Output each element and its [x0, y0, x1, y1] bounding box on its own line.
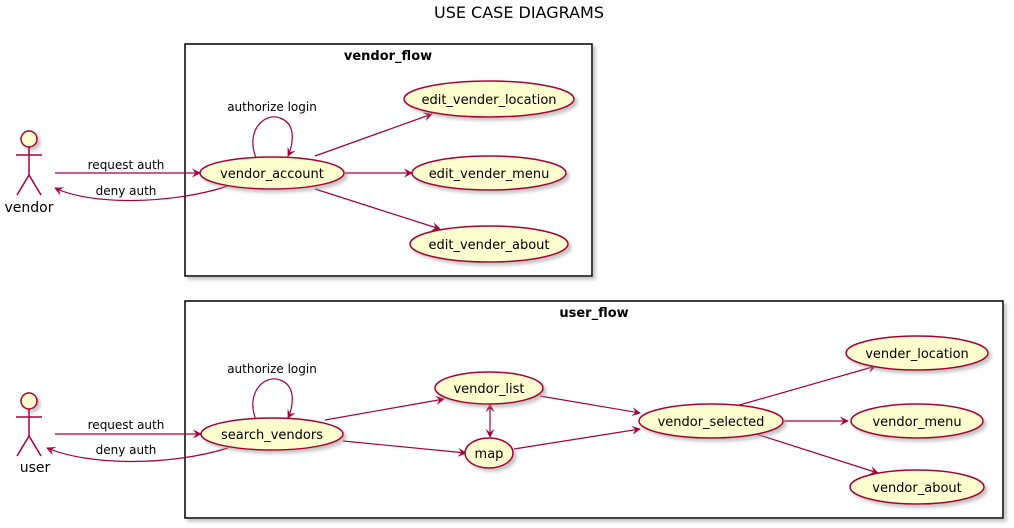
- package-title-vendor-flow: vendor_flow: [344, 49, 432, 64]
- edge-user-authorize-login: [252, 378, 296, 421]
- edge-label-user-authorize-login: authorize login: [227, 362, 317, 376]
- usecase-label-edit-vender-menu: edit_vender_menu: [429, 167, 550, 182]
- edge-label-vendor-deny-auth: deny auth: [96, 184, 157, 198]
- usecase-vendor-about: vendor_about: [849, 469, 985, 505]
- edge-label-user-deny-auth: deny auth: [96, 443, 157, 457]
- usecase-vendor-account: vendor_account: [199, 156, 345, 190]
- edge-user-deny-auth: [46, 446, 229, 463]
- usecase-label-vendor-selected: vendor_selected: [658, 415, 765, 430]
- usecase-label-map: map: [475, 447, 504, 462]
- package-title-user-flow: user_flow: [559, 306, 628, 321]
- usecase-edit-vender-location: edit_vender_location: [403, 80, 575, 118]
- usecase-label-edit-vender-about: edit_vender_about: [429, 238, 550, 253]
- usecase-search-vendors: search_vendors: [200, 417, 344, 451]
- edge-label-vendor-request-auth: request auth: [88, 158, 165, 172]
- usecase-label-edit-vender-location: edit_vender_location: [421, 93, 556, 108]
- usecase-map: map: [464, 437, 514, 469]
- usecase-vendor-selected: vendor_selected: [638, 403, 784, 439]
- edge-account-to-about: [314, 188, 441, 231]
- edge-vendor-authorize-login: [252, 116, 296, 159]
- usecase-vendor-menu: vendor_menu: [850, 403, 984, 439]
- usecase-edit-vender-menu: edit_vender_menu: [411, 155, 567, 191]
- usecase-label-vender-location: vender_location: [865, 347, 969, 362]
- edge-selected-to-location: [735, 363, 877, 407]
- usecase-label-vendor-menu: vendor_menu: [872, 415, 961, 430]
- edge-selected-to-about: [755, 433, 879, 475]
- edge-vendor-deny-auth: [54, 185, 229, 202]
- usecase-label-search-vendors: search_vendors: [221, 428, 323, 443]
- edge-search-to-map: [342, 440, 467, 457]
- actor-user: [16, 392, 42, 457]
- usecase-label-vendor-about: vendor_about: [872, 481, 962, 496]
- actor-label-user: user: [20, 460, 51, 476]
- edge-list-to-selected: [539, 395, 641, 417]
- edge-search-to-list: [324, 395, 445, 421]
- usecase-edit-vender-about: edit_vender_about: [409, 225, 569, 263]
- actor-vendor: [16, 130, 42, 196]
- edge-label-user-request-auth: request auth: [88, 418, 165, 432]
- usecase-label-vendor-list: vendor_list: [453, 382, 524, 397]
- edge-map-to-selected: [513, 425, 641, 450]
- actor-label-vendor: vendor: [5, 200, 54, 216]
- edge-label-vendor-authorize-login: authorize login: [227, 100, 317, 114]
- edge-account-to-location: [314, 112, 433, 157]
- usecase-vender-location: vender_location: [845, 335, 989, 371]
- diagram-title: USE CASE DIAGRAMS: [434, 3, 604, 22]
- usecase-label-vendor-account: vendor_account: [220, 167, 324, 182]
- usecase-vendor-list: vendor_list: [434, 371, 544, 405]
